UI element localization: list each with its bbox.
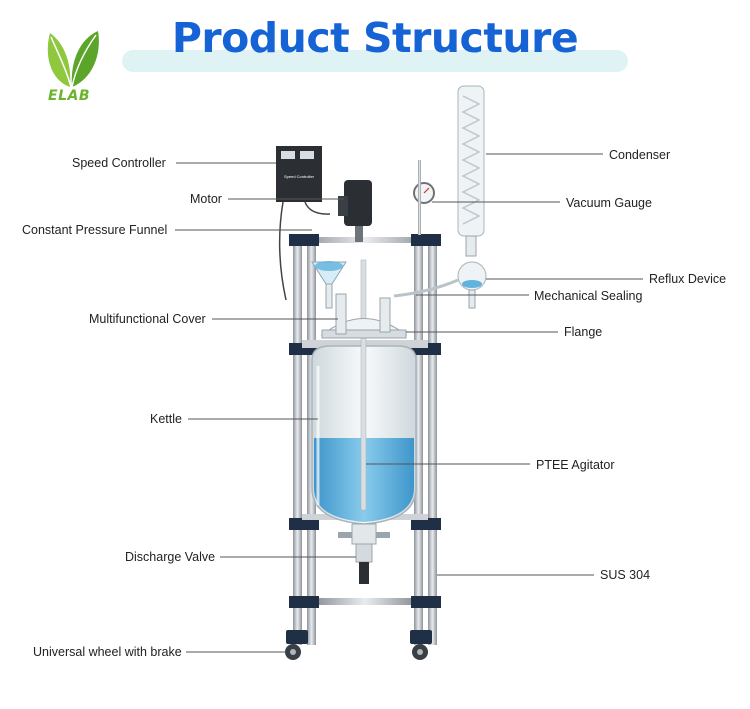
label-discharge-valve: Discharge Valve xyxy=(125,550,216,564)
speed-controller-box: Speed Controller xyxy=(276,146,331,301)
label-flange: Flange xyxy=(564,325,603,339)
label-constant-pressure-funnel: Constant Pressure Funnel xyxy=(22,223,168,237)
ptee-agitator-shaft xyxy=(360,259,367,511)
condenser xyxy=(457,85,485,257)
constant-pressure-funnel xyxy=(311,261,347,309)
label-vacuum-gauge: Vacuum Gauge xyxy=(566,196,652,210)
leader-lines xyxy=(175,153,643,653)
brand-logo-text: ELAB xyxy=(48,88,90,104)
label-kettle: Kettle xyxy=(150,412,182,426)
label-universal-wheel: Universal wheel with brake xyxy=(33,645,182,659)
label-mechanical-sealing: Mechanical Sealing xyxy=(534,289,643,303)
reflux-device xyxy=(393,261,487,309)
label-sus-304: SUS 304 xyxy=(600,568,651,582)
label-speed-controller: Speed Controller xyxy=(72,156,166,170)
page-title: Product Structure xyxy=(171,14,579,62)
discharge-valve-icon xyxy=(338,523,390,584)
label-ptee-agitator: PTEE Agitator xyxy=(536,458,615,472)
brand-logo-leaf-icon xyxy=(47,31,99,88)
label-multifunctional-cover: Multifunctional Cover xyxy=(89,312,206,326)
vacuum-gauge-icon xyxy=(413,160,435,235)
label-reflux-device: Reflux Device xyxy=(649,272,727,286)
multifunctional-cover xyxy=(320,293,408,339)
motor xyxy=(338,180,372,242)
universal-wheel-icon xyxy=(285,630,432,660)
label-motor: Motor xyxy=(190,192,222,206)
title-highlight-band xyxy=(122,50,628,72)
controller-panel-label: Speed Controller xyxy=(284,174,315,179)
label-condenser: Condenser xyxy=(609,148,671,162)
